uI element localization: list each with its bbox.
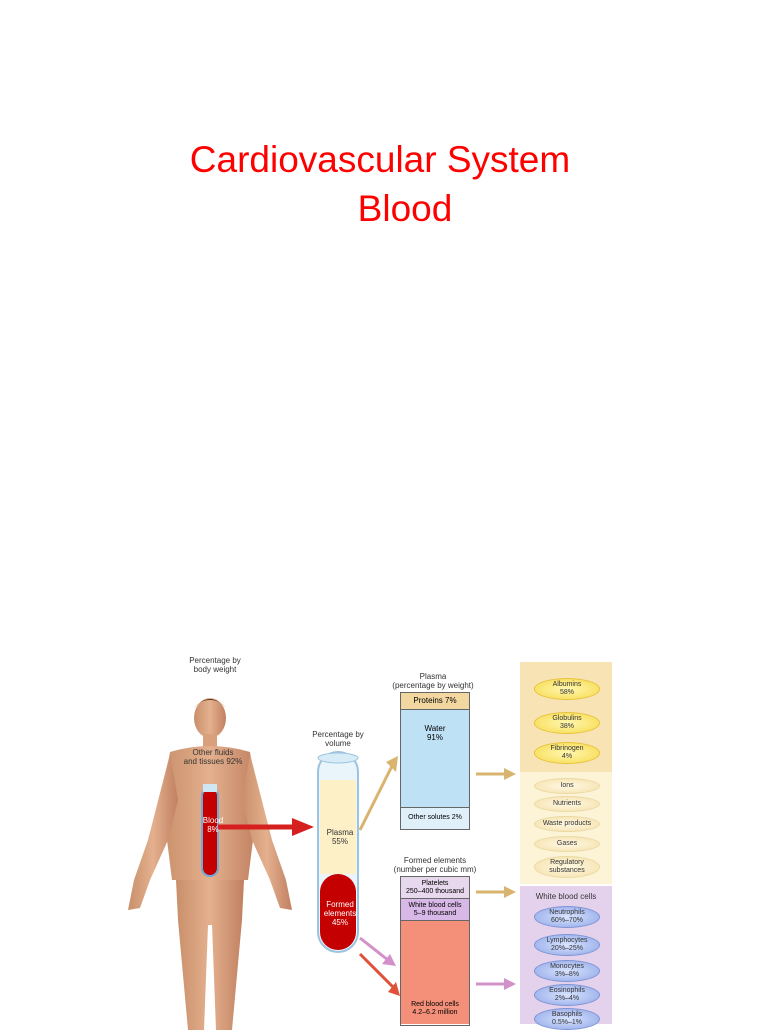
monocytes-pill: Monocytes 3%–8% xyxy=(534,960,600,982)
regulatory-pill: Regulatory substances xyxy=(534,856,600,878)
platelets-section: Platelets 250–400 thousand xyxy=(401,877,469,899)
other-solutes-section: Other solutes 2% xyxy=(401,808,469,828)
albumins-pill: Albumins 58% xyxy=(534,678,600,700)
wbc-section: White blood cells 5–9 thousand xyxy=(401,899,469,921)
test-tube-illustration xyxy=(317,751,359,953)
other-fluids-label: Other fluids and tissues 92% xyxy=(183,748,243,766)
ions-pill: Ions xyxy=(534,778,600,794)
tube-plasma-label: Plasma 55% xyxy=(326,828,354,846)
basophils-pill: Basophils 0.5%–1% xyxy=(534,1008,600,1030)
blood-percent-label: Blood 8% xyxy=(202,816,224,834)
rbc-section: Red blood cells 4.2–6.2 million xyxy=(401,921,469,1024)
slide-title-line2: Blood xyxy=(357,188,453,229)
wbc-list-heading: White blood cells xyxy=(535,892,597,901)
body-weight-heading: Percentage by body weight xyxy=(189,656,241,674)
slide-title-line1: Cardiovascular System xyxy=(189,139,571,180)
arrows-group xyxy=(358,756,516,996)
plasma-heading: Plasma (percentage by weight) xyxy=(392,672,474,690)
waste-products-pill: Waste products xyxy=(534,816,600,832)
lymphocytes-pill: Lymphocytes 20%–25% xyxy=(534,934,600,956)
eosinophils-pill: Eosinophils 2%–4% xyxy=(534,984,600,1006)
water-section: Water 91% xyxy=(401,710,469,808)
blood-composition-figure: Percentage by body weight Other fluids a… xyxy=(120,650,620,1030)
globulins-pill: Globulins 38% xyxy=(534,712,600,734)
nutrients-pill: Nutrients xyxy=(534,796,600,812)
formed-heading: Formed elements (number per cubic mm) xyxy=(393,856,477,874)
fibrinogen-pill: Fibrinogen 4% xyxy=(534,742,600,764)
neutrophils-pill: Neutrophils 60%–70% xyxy=(534,906,600,928)
plasma-box: Proteins 7% Water 91% Other solutes 2% xyxy=(400,692,470,830)
human-body-illustration xyxy=(128,698,292,1030)
arrow-icon xyxy=(218,818,314,836)
gases-pill: Gases xyxy=(534,836,600,852)
volume-heading: Percentage by volume xyxy=(312,730,364,748)
tube-formed-label: Formed elements 45% xyxy=(323,900,357,927)
formed-box: Platelets 250–400 thousand White blood c… xyxy=(400,876,470,1026)
proteins-section: Proteins 7% xyxy=(401,693,469,710)
